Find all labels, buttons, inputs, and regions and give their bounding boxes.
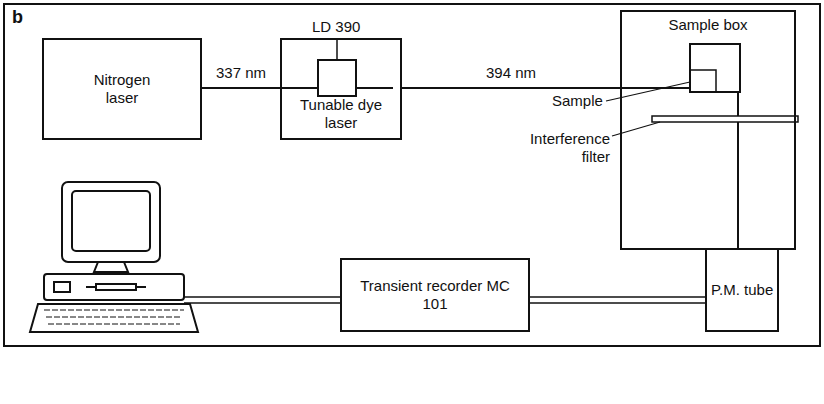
leader-line (336, 38, 338, 60)
sample-cuvette (690, 44, 740, 92)
instrument-box: Transient recorder MC 101 (340, 258, 530, 332)
computer-icon (30, 182, 198, 332)
box-label: Nitrogen laser (77, 71, 167, 107)
instrument-box: P.M. tube (705, 248, 779, 332)
sample (690, 70, 716, 92)
box-label: P.M. tube (711, 281, 773, 299)
dye-cell (318, 60, 356, 96)
instrument-box: Tunable dye laser (280, 38, 402, 140)
frame (4, 4, 820, 346)
beam (282, 87, 318, 89)
connector (402, 87, 620, 89)
instrument-box: Nitrogen laser (42, 38, 202, 140)
beam (622, 87, 690, 89)
box-label: Tunable dye laser (286, 96, 396, 132)
wavelength-label: 337 nm (214, 64, 268, 82)
keyboard-keys (44, 310, 184, 324)
panel-letter: b (12, 8, 23, 26)
part-label: Sample (552, 92, 603, 110)
part-label: Interference filter (522, 130, 610, 166)
connector (530, 302, 705, 304)
box-label: Transient recorder MC 101 (355, 277, 515, 313)
instrument-box: Sample box (620, 10, 796, 250)
beam (356, 87, 393, 89)
leader-line (606, 82, 690, 101)
cable (184, 296, 342, 298)
box-label: Sample box (668, 16, 747, 34)
interference-filter (652, 116, 798, 122)
connector (530, 296, 705, 298)
part-label: LD 390 (312, 18, 360, 36)
cable (184, 302, 342, 304)
wavelength-label: 394 nm (484, 64, 538, 82)
connector (202, 87, 280, 89)
